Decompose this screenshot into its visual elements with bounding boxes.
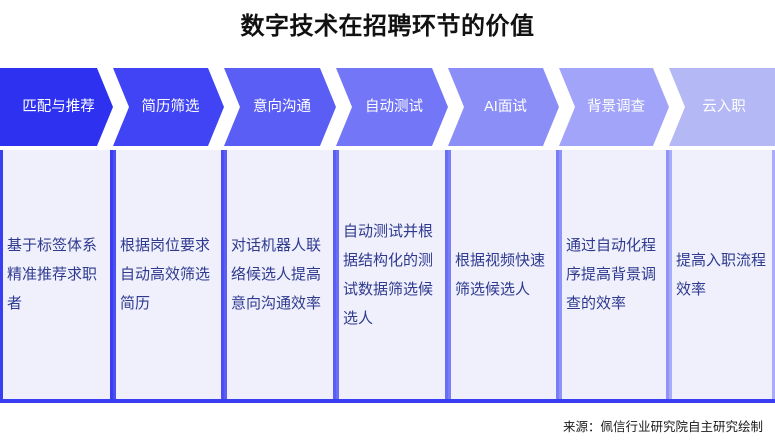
source-note: 来源：佩信行业研究院自主研究绘制: [562, 420, 763, 434]
process-description-text: 通过自动化程序提高背景调查的效率: [566, 237, 657, 312]
process-stage-label: 匹配与推荐: [22, 99, 95, 115]
process-stage-chevron[interactable]: 自动测试: [336, 68, 448, 146]
process-stage-chevron[interactable]: AI面试: [448, 68, 559, 146]
process-stage-chevron[interactable]: 意向沟通: [224, 68, 336, 146]
process-description-text: 根据岗位要求自动高效筛选简历: [120, 237, 211, 312]
process-description-text: 自动测试并根据结构化的测试数据筛选候选人: [343, 222, 434, 327]
cell-divider-right: [666, 150, 669, 399]
cell-divider-left: [669, 150, 672, 399]
process-description-cell: 提高入职流程效率: [669, 150, 775, 399]
page-title: 数字技术在招聘环节的价值: [240, 13, 535, 40]
cell-divider-left: [0, 150, 3, 399]
process-stage-chevron[interactable]: 背景调查: [559, 68, 669, 146]
process-chevron-banner: 匹配与推荐 简历筛选 意向沟通 自动测试 AI面试 背景调查 云入职: [0, 68, 775, 146]
cell-divider-right: [772, 150, 775, 399]
process-description-cell: 自动测试并根据结构化的测试数据筛选候选人: [336, 150, 448, 399]
process-description-cell: 对话机器人联络候选人提高意向沟通效率: [224, 150, 336, 399]
process-stage-chevron[interactable]: 简历筛选: [113, 68, 224, 146]
cell-divider-left: [224, 150, 227, 399]
process-description-text: 提高入职流程效率: [676, 251, 767, 298]
process-stage-label: 自动测试: [365, 99, 423, 115]
process-stage-chevron[interactable]: 云入职: [669, 68, 775, 146]
bottom-rule-divider: [0, 399, 775, 403]
cell-divider-left: [113, 150, 116, 399]
cell-divider-left: [448, 150, 451, 399]
cell-divider-right: [110, 150, 113, 399]
process-stage-chevron[interactable]: 匹配与推荐: [0, 68, 113, 146]
process-description-cell: 根据视频快速筛选候选人: [448, 150, 559, 399]
process-description-row: 基于标签体系精准推荐求职者根据岗位要求自动高效筛选简历对话机器人联络候选人提高意…: [0, 150, 775, 399]
cell-divider-right: [221, 150, 224, 399]
process-description-text: 基于标签体系精准推荐求职者: [7, 237, 98, 312]
process-stage-label: AI面试: [484, 99, 527, 115]
process-stage-label: 意向沟通: [253, 99, 311, 115]
cell-divider-right: [556, 150, 559, 399]
process-description-cell: 通过自动化程序提高背景调查的效率: [559, 150, 669, 399]
process-stage-label: 简历筛选: [141, 99, 200, 115]
cell-divider-right: [445, 150, 448, 399]
process-description-text: 根据视频快速筛选候选人: [455, 251, 546, 298]
process-description-cell: 根据岗位要求自动高效筛选简历: [113, 150, 224, 399]
process-description-cell: 基于标签体系精准推荐求职者: [0, 150, 113, 399]
process-description-text: 对话机器人联络候选人提高意向沟通效率: [231, 237, 322, 312]
process-stage-label: 背景调查: [587, 99, 645, 115]
process-stage-label: 云入职: [702, 99, 746, 115]
cell-divider-left: [336, 150, 339, 399]
cell-divider-right: [333, 150, 336, 399]
cell-divider-left: [559, 150, 562, 399]
